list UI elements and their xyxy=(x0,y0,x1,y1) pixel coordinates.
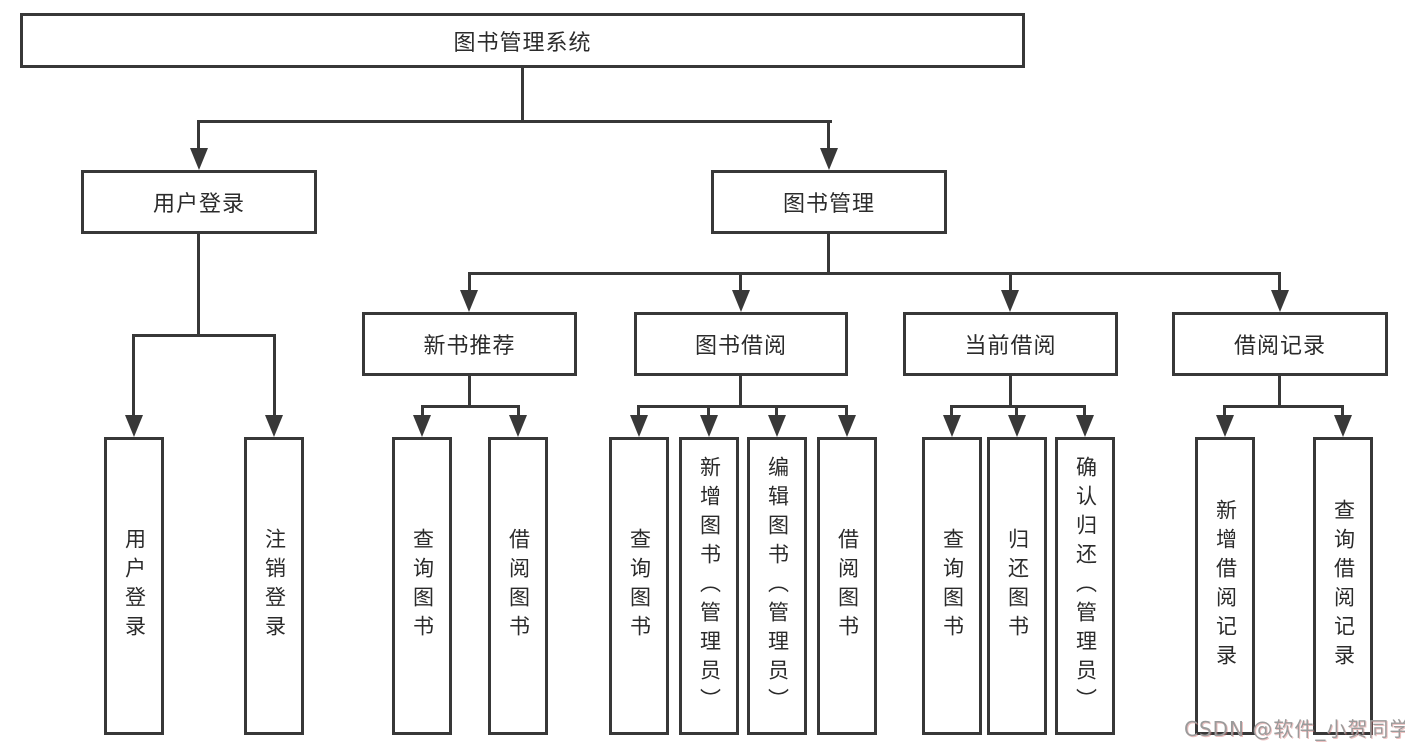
connector-line xyxy=(739,272,742,290)
connector-line xyxy=(421,405,424,415)
connector-line xyxy=(950,405,953,415)
leaf-user-login: 用户登录 xyxy=(104,437,164,735)
connector-line xyxy=(421,405,520,408)
arrow-down-icon xyxy=(1001,290,1019,312)
arrow-down-icon xyxy=(820,148,838,170)
connector-line xyxy=(775,405,778,415)
connector-line xyxy=(1278,272,1281,290)
connector-line xyxy=(707,405,710,415)
leaf-edit-book-admin: 编辑图书（管理员） xyxy=(747,437,807,735)
arrow-down-icon xyxy=(630,415,648,437)
connector-line xyxy=(950,405,1086,408)
connector-line xyxy=(1223,405,1344,408)
leaf-label: 借阅图书 xyxy=(835,528,860,644)
leaf-label: 确认归还（管理员） xyxy=(1073,455,1098,717)
arrow-down-icon xyxy=(1271,290,1289,312)
connector-line xyxy=(1083,405,1086,415)
connector-line xyxy=(468,376,471,405)
connector-line xyxy=(1223,405,1226,415)
connector-line xyxy=(197,234,200,336)
connector-line xyxy=(739,376,742,405)
connector-line xyxy=(1009,272,1012,290)
connector-line xyxy=(198,120,832,123)
connector-line xyxy=(1009,376,1012,405)
connector-line xyxy=(1341,405,1344,415)
leaf-label: 查询图书 xyxy=(627,528,652,644)
arrow-down-icon xyxy=(768,415,786,437)
leaf-query-books-current: 查询图书 xyxy=(922,437,982,735)
leaf-logout: 注销登录 xyxy=(244,437,304,735)
node-label: 图书管理系统 xyxy=(453,30,592,56)
arrow-down-icon xyxy=(265,415,283,437)
arrow-down-icon xyxy=(700,415,718,437)
node-label: 借阅记录 xyxy=(1233,334,1326,359)
node-new-book-recommend: 新书推荐 xyxy=(362,312,577,376)
arrow-down-icon xyxy=(190,148,208,170)
connector-line xyxy=(845,405,848,415)
leaf-label: 归还图书 xyxy=(1005,528,1030,644)
leaf-borrow-books-recommend: 借阅图书 xyxy=(488,437,548,735)
node-book-management: 图书管理 xyxy=(711,170,947,234)
leaf-label: 查询图书 xyxy=(410,528,435,644)
arrow-down-icon xyxy=(943,415,961,437)
arrow-down-icon xyxy=(1216,415,1234,437)
connector-line xyxy=(1015,405,1018,415)
arrow-down-icon xyxy=(509,415,527,437)
node-label: 用户登录 xyxy=(152,192,245,217)
leaf-query-books-borrow: 查询图书 xyxy=(609,437,669,735)
leaf-query-borrow-record: 查询借阅记录 xyxy=(1313,437,1373,735)
csdn-watermark: CSDN @软件_小贺同学 xyxy=(1184,717,1405,741)
node-user-login: 用户登录 xyxy=(81,170,317,234)
connector-line xyxy=(827,120,830,148)
connector-line xyxy=(517,405,520,415)
leaf-return-book: 归还图书 xyxy=(987,437,1047,735)
node-label: 图书借阅 xyxy=(694,334,787,359)
connector-line xyxy=(1278,376,1281,405)
leaf-add-borrow-record: 新增借阅记录 xyxy=(1195,437,1255,735)
arrow-down-icon xyxy=(1008,415,1026,437)
connector-line xyxy=(468,272,1281,275)
leaf-label: 编辑图书（管理员） xyxy=(765,455,790,717)
node-book-borrow: 图书借阅 xyxy=(634,312,848,376)
leaf-label: 新增图书（管理员） xyxy=(697,455,722,717)
arrow-down-icon xyxy=(838,415,856,437)
leaf-label: 查询借阅记录 xyxy=(1331,499,1356,673)
connector-line xyxy=(637,405,848,408)
connector-line xyxy=(132,334,135,415)
leaf-confirm-return-admin: 确认归还（管理员） xyxy=(1055,437,1115,735)
leaf-label: 借阅图书 xyxy=(506,528,531,644)
arrow-down-icon xyxy=(413,415,431,437)
node-label: 新书推荐 xyxy=(423,334,516,359)
leaf-add-book-admin: 新增图书（管理员） xyxy=(679,437,739,735)
connector-line xyxy=(273,334,276,415)
leaf-label: 新增借阅记录 xyxy=(1213,499,1238,673)
connector-line xyxy=(133,334,276,337)
arrow-down-icon xyxy=(732,290,750,312)
leaf-label: 用户登录 xyxy=(122,528,147,644)
arrow-down-icon xyxy=(125,415,143,437)
leaf-borrow-books: 借阅图书 xyxy=(817,437,877,735)
arrow-down-icon xyxy=(1334,415,1352,437)
node-library-management-system: 图书管理系统 xyxy=(20,13,1025,68)
node-current-borrow: 当前借阅 xyxy=(903,312,1118,376)
leaf-label: 注销登录 xyxy=(262,528,287,644)
arrow-down-icon xyxy=(1076,415,1094,437)
arrow-down-icon xyxy=(460,290,478,312)
leaf-query-books-recommend: 查询图书 xyxy=(392,437,452,735)
connector-line xyxy=(521,66,524,120)
connector-line xyxy=(637,405,640,415)
connector-line xyxy=(197,120,200,148)
connector-line xyxy=(827,234,830,274)
node-label: 当前借阅 xyxy=(964,334,1057,359)
leaf-label: 查询图书 xyxy=(940,528,965,644)
node-label: 图书管理 xyxy=(782,192,875,217)
node-borrow-records: 借阅记录 xyxy=(1172,312,1388,376)
connector-line xyxy=(468,272,471,290)
